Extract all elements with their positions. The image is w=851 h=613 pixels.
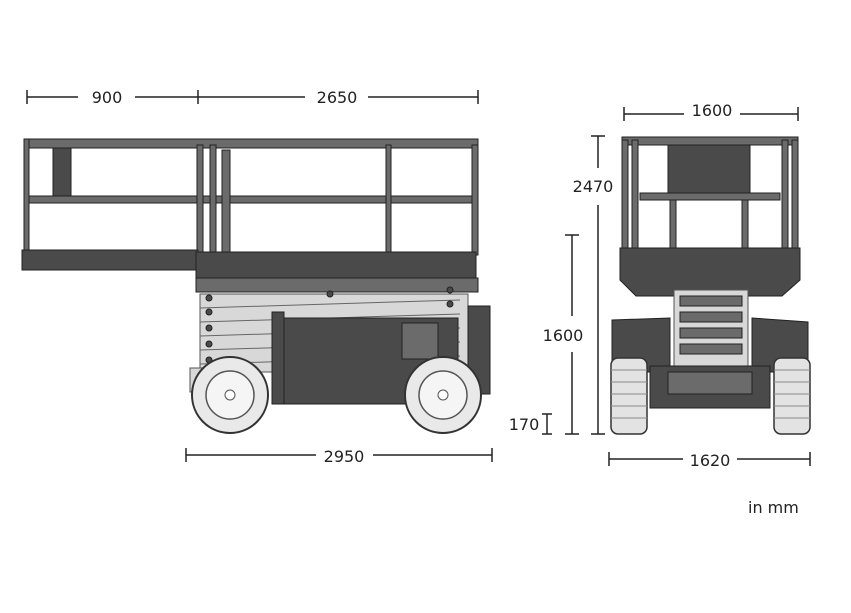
front-chassis [611, 317, 809, 409]
front-width-label: 1600 [692, 101, 733, 120]
front-platform [619, 247, 801, 297]
front-guard-rail [621, 136, 799, 251]
ground-clearance-label: 170 [509, 415, 540, 434]
dimension-platform-extension: 900 [26, 88, 198, 107]
unit-label: in mm [748, 498, 799, 517]
guard-rail [23, 138, 479, 256]
dimension-track-width: 1620 [608, 451, 811, 470]
rear-wheel [191, 356, 269, 434]
dimension-platform-height: 1600 [543, 234, 584, 435]
platform-height-label: 1600 [543, 326, 584, 345]
wheelbase-label: 2950 [324, 447, 365, 466]
right-tire [773, 357, 811, 435]
track-width-label: 1620 [690, 451, 731, 470]
dimension-wheelbase: 2950 [185, 447, 493, 466]
dimension-total-height: 2470 [573, 135, 614, 435]
side-view: 900 2650 [21, 88, 493, 466]
total-height-label: 2470 [573, 177, 614, 196]
dimension-front-width: 1600 [623, 101, 799, 121]
front-view: 1600 [509, 101, 811, 470]
left-tire [610, 357, 648, 435]
dimension-ground-clearance: 170 [509, 413, 552, 435]
front-scissor-stack [673, 289, 749, 367]
platform-extension-label: 900 [92, 88, 123, 107]
dimension-platform-length: 2650 [197, 88, 479, 107]
platform-deck [21, 249, 479, 293]
front-wheel [404, 356, 482, 434]
platform-length-label: 2650 [317, 88, 358, 107]
